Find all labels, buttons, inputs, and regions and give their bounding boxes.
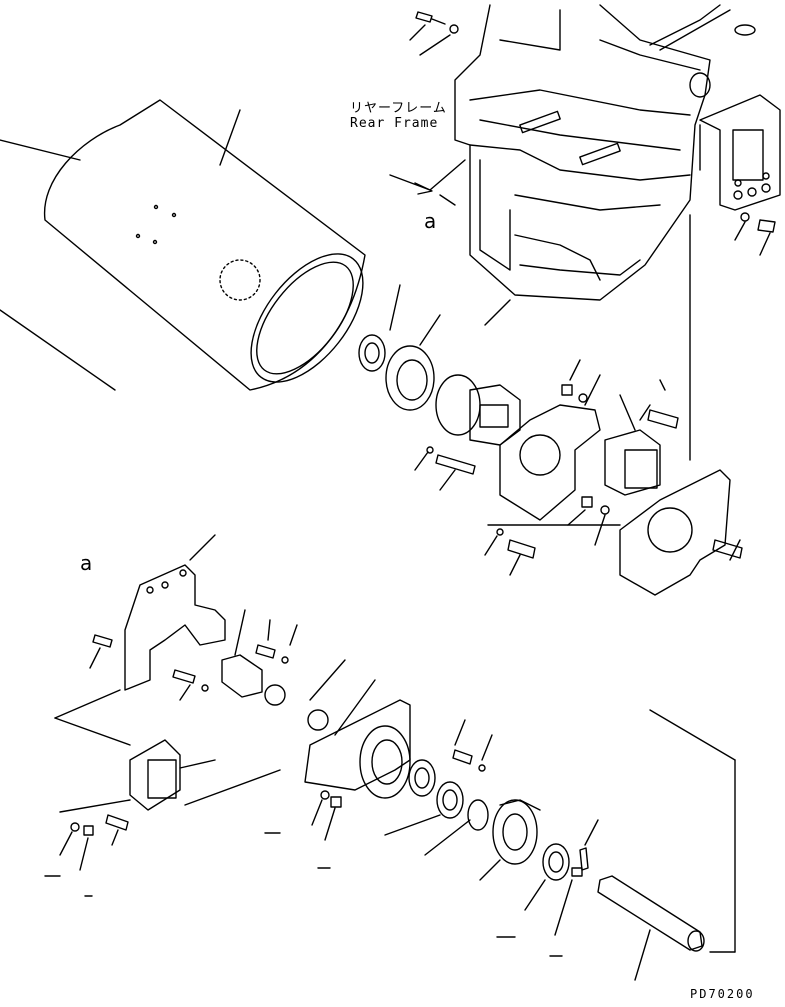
drawing-code: PD70200 <box>690 987 755 1001</box>
drum <box>0 99 366 391</box>
view-marker-lower: a <box>80 551 93 575</box>
rear-frame-label-jp: リヤーフレーム <box>350 101 447 116</box>
lower-centre <box>304 679 736 981</box>
lower-left <box>54 534 346 871</box>
rear-frame-label-en: Rear Frame <box>350 116 439 131</box>
rear-frame <box>389 4 781 301</box>
view-marker-upper: a <box>424 209 437 233</box>
callout-marks <box>44 832 563 957</box>
upper-drive <box>358 284 743 596</box>
